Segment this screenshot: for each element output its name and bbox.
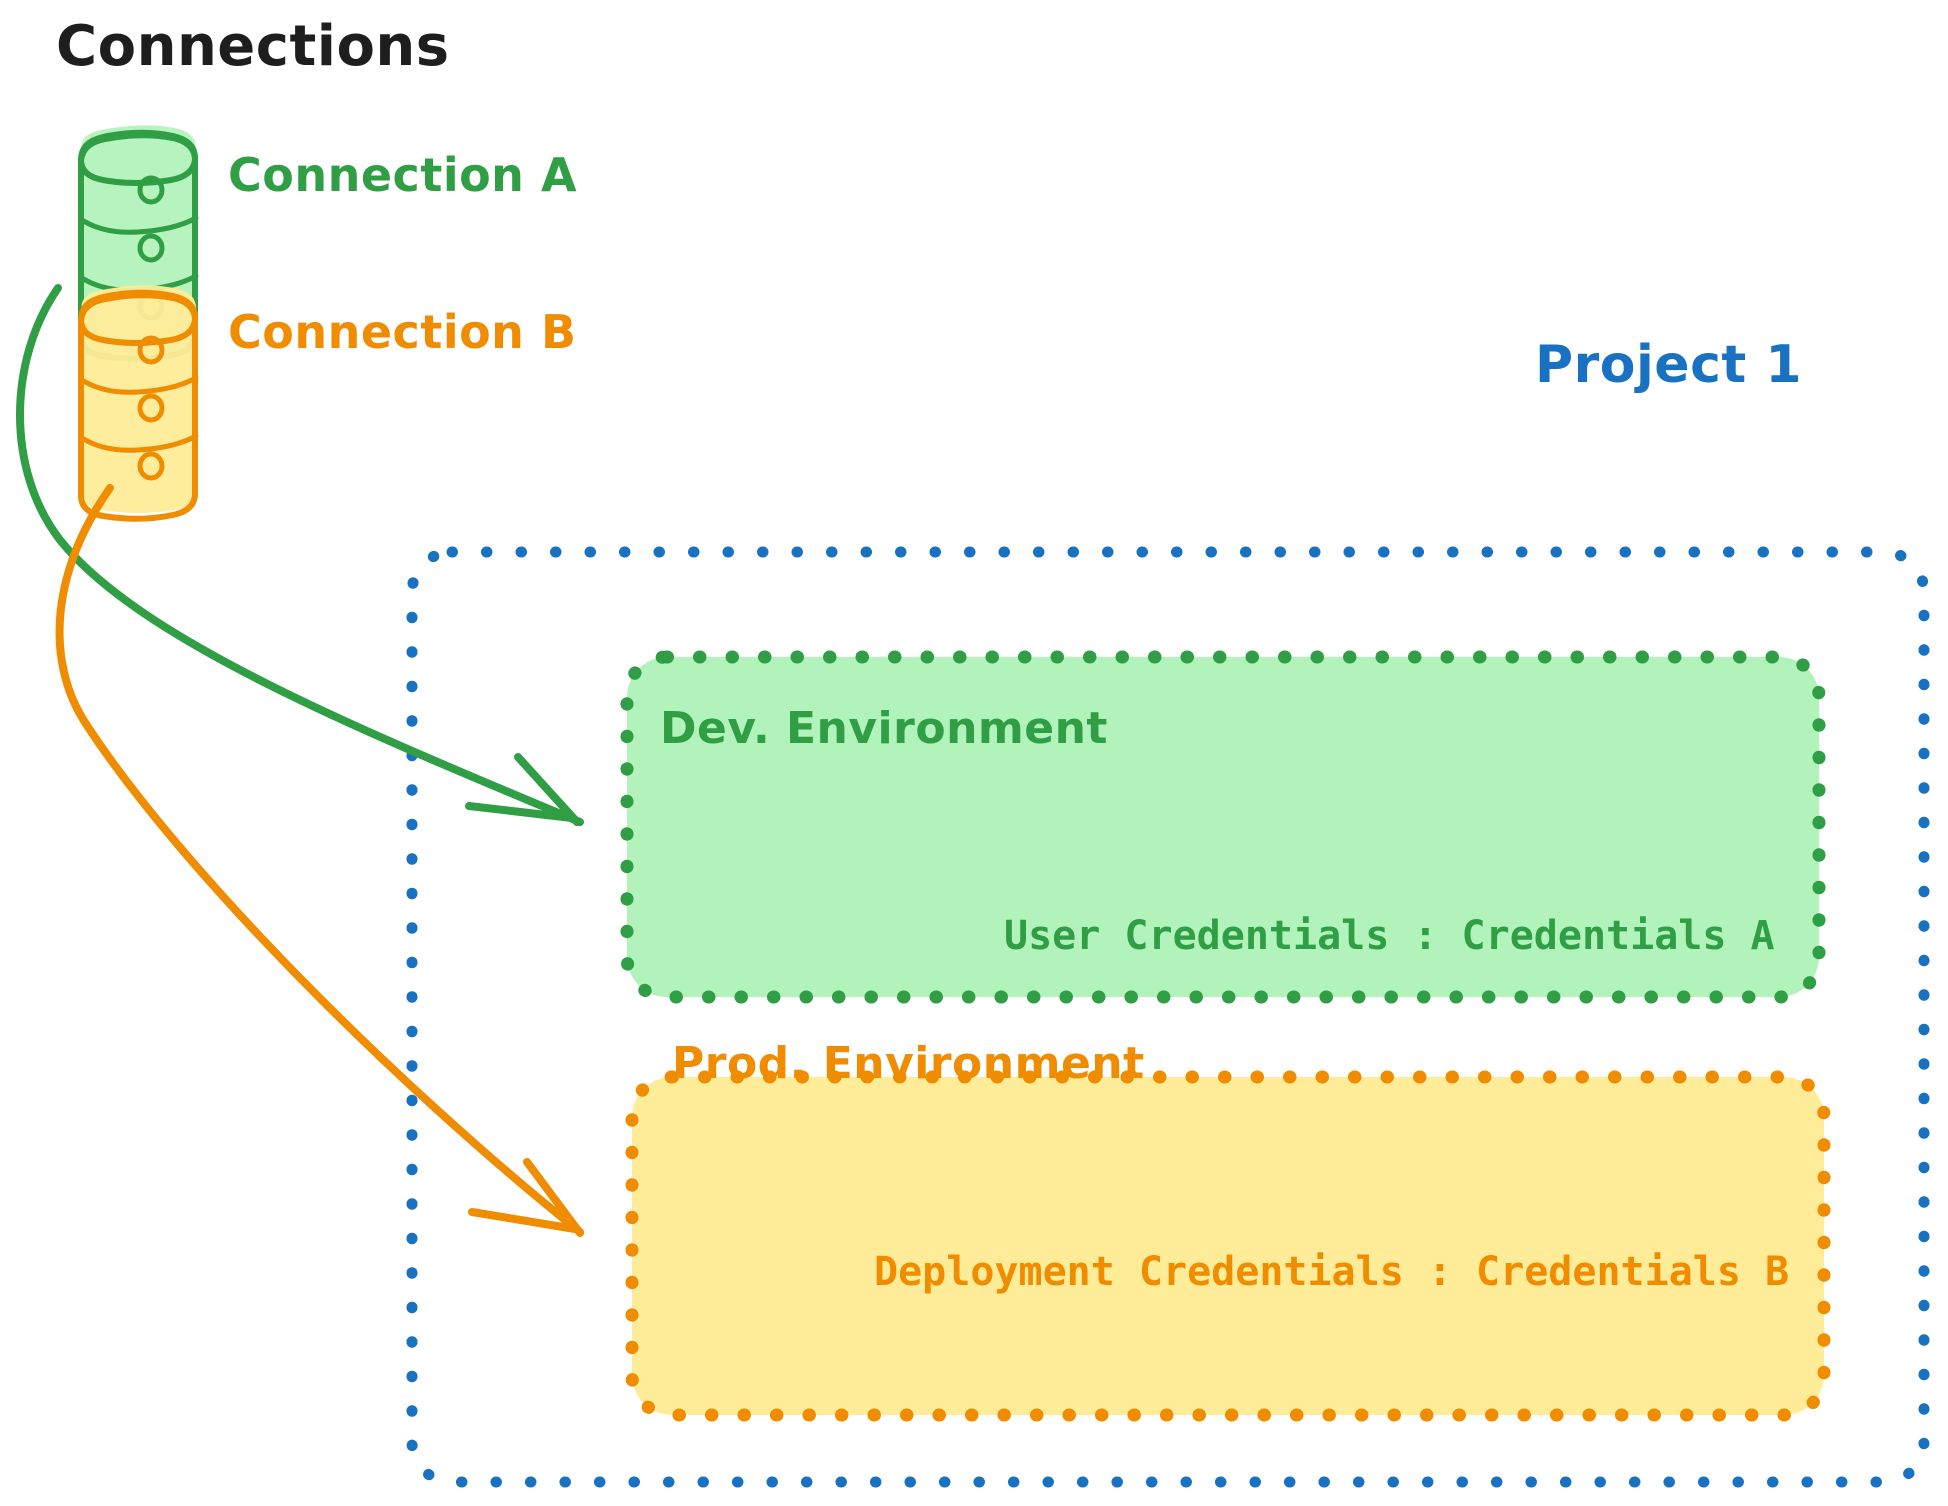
arrow-connection-a-to-dev-env — [16, 284, 584, 826]
dev-environment-title: Dev. Environment — [660, 703, 1108, 754]
project-title: Project 1 — [1535, 335, 1803, 395]
connection-b-label[interactable]: Connection B — [228, 305, 577, 359]
prod-environment-title: Prod. Environment — [672, 1038, 1145, 1089]
prod-environment-box[interactable] — [625, 1070, 1831, 1422]
connection-a-label[interactable]: Connection A — [228, 148, 578, 202]
page-title: Connections — [56, 14, 450, 79]
prod-environment-credentials: Deployment Credentials : Credentials B — [874, 1249, 1790, 1295]
arrow-connection-b-to-prod-env — [55, 484, 584, 1237]
database-icon-connection-b[interactable] — [77, 285, 199, 522]
dev-environment-box[interactable] — [620, 650, 1826, 1004]
dev-environment-credentials: User Credentials : Credentials A — [1004, 913, 1775, 959]
